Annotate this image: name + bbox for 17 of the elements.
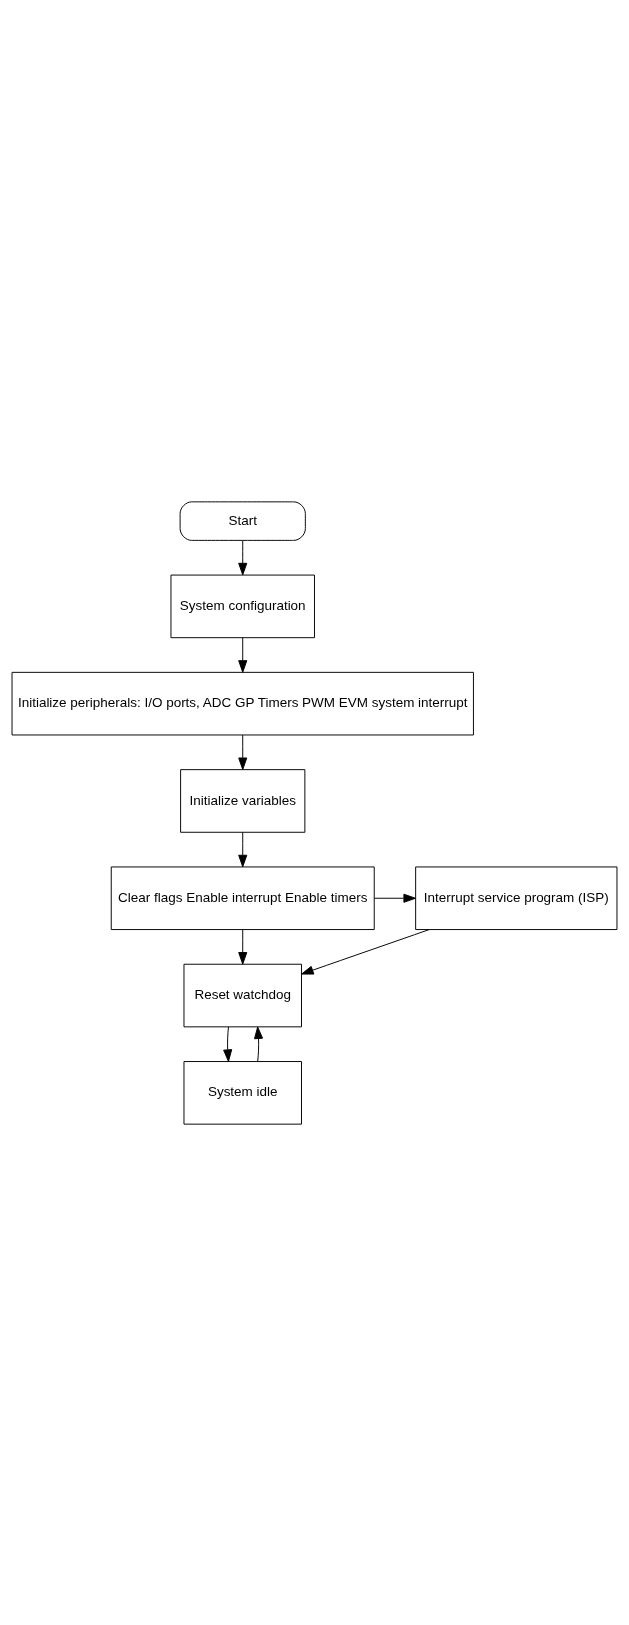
arrow — [301, 928, 430, 975]
arrow — [238, 831, 248, 867]
arrow — [238, 734, 248, 770]
node-box: System configuration — [170, 574, 315, 638]
node-box: Clear flags Enable interrupt Enable timers — [110, 865, 375, 930]
node-box: Initialize peripherals: I/O ports, ADC GP Timers PWM EVM system interrupt — [11, 671, 474, 735]
node-box: Reset watchdog — [183, 963, 302, 1027]
node-box: Start — [179, 500, 306, 541]
node-box: Initialize variables — [180, 768, 306, 833]
node-box: System idle — [183, 1060, 302, 1125]
arrow — [254, 1025, 264, 1062]
arrow — [238, 539, 248, 575]
arrow — [223, 1025, 233, 1062]
arrow — [238, 928, 248, 965]
arrow — [238, 636, 248, 673]
arrow — [373, 893, 416, 903]
node-box: Interrupt service program (ISP) — [415, 865, 618, 930]
